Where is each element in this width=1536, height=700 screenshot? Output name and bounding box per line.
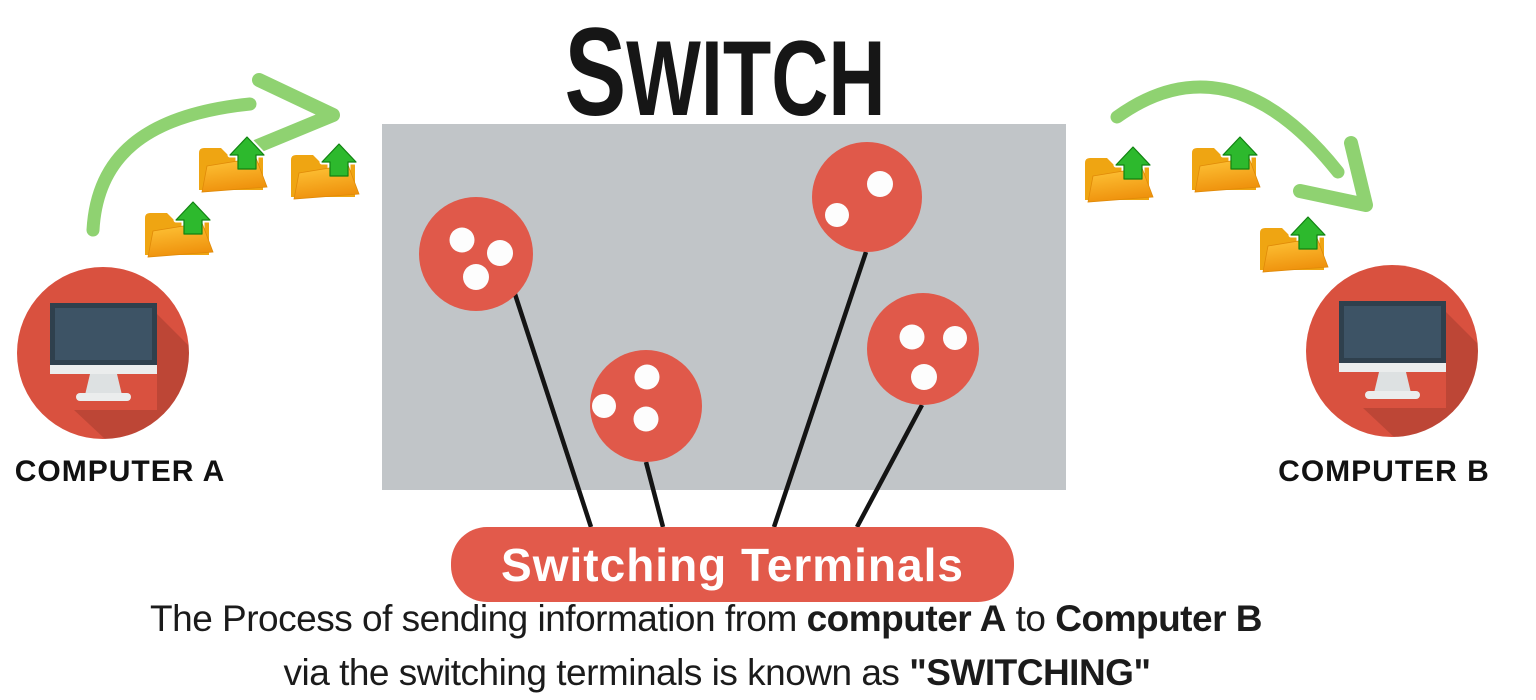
upload-folder-icon — [288, 143, 360, 207]
computer-a-label: COMPUTER A — [14, 455, 226, 488]
caption-bold-computer-a: computer A — [806, 598, 1007, 639]
switch-body — [382, 124, 1066, 490]
computer-a-icon — [17, 267, 189, 439]
caption-line-1: The Process of sending information from … — [150, 598, 1262, 640]
page-title-text: SWITCH — [564, 2, 885, 135]
upload-folder-icon — [1082, 146, 1154, 210]
computer-b-icon — [1306, 265, 1478, 437]
caption-text: via the switching terminals is known as — [283, 652, 910, 693]
switching-terminals-label: Switching Terminals — [501, 538, 964, 591]
page-title: SWITCH — [564, 2, 885, 135]
caption-line-2: via the switching terminals is known as … — [283, 652, 1151, 694]
caption-bold-switching: "SWITCHING" — [909, 652, 1151, 693]
upload-folder-icon — [1257, 216, 1329, 280]
upload-folder-icon — [196, 136, 268, 200]
upload-folder-icon — [1189, 136, 1261, 200]
caption-text: The Process of sending information from — [150, 598, 807, 639]
upload-folder-icon — [142, 201, 214, 265]
caption-bold-computer-b: Computer B — [1055, 598, 1262, 639]
computer-b-label: COMPUTER B — [1278, 455, 1490, 488]
caption-text: to — [1005, 598, 1056, 639]
switching-terminals-pill: Switching Terminals — [451, 527, 1014, 602]
